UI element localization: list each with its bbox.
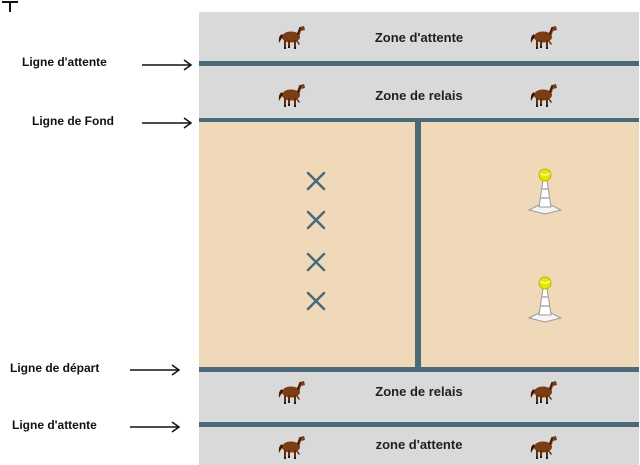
cross-icon	[305, 290, 327, 312]
horse-icon	[276, 377, 306, 405]
horse-icon	[528, 22, 558, 50]
bottom-waiting-zone-label: zone d'attente	[375, 437, 463, 452]
cone-with-ball-icon	[525, 274, 565, 324]
horse-icon	[528, 80, 558, 108]
back-line	[199, 118, 639, 123]
top-waiting-zone: Zone d'attente	[199, 12, 639, 61]
horse-icon	[528, 377, 558, 405]
horse-icon	[528, 432, 558, 460]
center-divider-line	[415, 122, 421, 367]
start-line	[199, 367, 639, 372]
horse-icon	[276, 22, 306, 50]
cross-icon	[305, 209, 327, 231]
arrow-right-icon	[130, 421, 181, 433]
cross-icon	[305, 170, 327, 192]
arrow-right-icon	[142, 59, 193, 71]
horse-icon	[276, 80, 306, 108]
waiting-line-bottom	[199, 422, 639, 427]
top-waiting-zone-label: Zone d'attente	[374, 30, 464, 45]
waiting-line-top	[199, 61, 639, 66]
label-waiting-line-top: Ligne d'attente	[22, 55, 107, 69]
bottom-waiting-zone: zone d'attente	[199, 427, 639, 465]
top-relay-zone: Zone de relais	[199, 66, 639, 118]
cross-icon	[305, 251, 327, 273]
bottom-relay-zone: Zone de relais	[199, 372, 639, 422]
arrow-right-icon	[130, 364, 181, 376]
label-back-line: Ligne de Fond	[32, 114, 114, 128]
label-waiting-line-bottom: Ligne d'attente	[12, 418, 97, 432]
arrow-right-icon	[142, 117, 193, 129]
top-relay-zone-label: Zone de relais	[375, 88, 463, 103]
corner-mark	[2, 1, 18, 12]
horse-icon	[276, 432, 306, 460]
bottom-relay-zone-label: Zone de relais	[375, 384, 463, 399]
cone-with-ball-icon	[525, 166, 565, 216]
label-start-line: Ligne de départ	[10, 361, 100, 375]
